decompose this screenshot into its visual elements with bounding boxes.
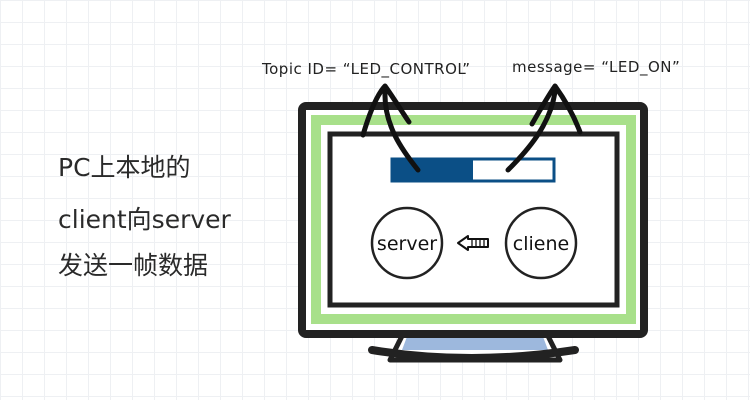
client-label: cliene [513, 233, 569, 255]
caption-line-2: client向server [58, 205, 231, 234]
caption-line-1: PC上本地的 [58, 153, 191, 182]
caption-line-3: 发送一帧数据 [58, 251, 209, 280]
client-node: cliene [504, 206, 578, 280]
progress-fill [393, 160, 473, 180]
message-arrow-icon [505, 83, 583, 173]
monitor-bezel [298, 102, 648, 338]
topic-id-annotation: Topic ID= “LED_CONTROL” [262, 60, 471, 78]
server-node: server [370, 206, 444, 280]
arrow-left-icon [457, 235, 489, 251]
server-label: server [377, 233, 437, 255]
message-annotation: message= “LED_ON” [512, 58, 681, 76]
topic-arrow-icon [360, 83, 421, 173]
